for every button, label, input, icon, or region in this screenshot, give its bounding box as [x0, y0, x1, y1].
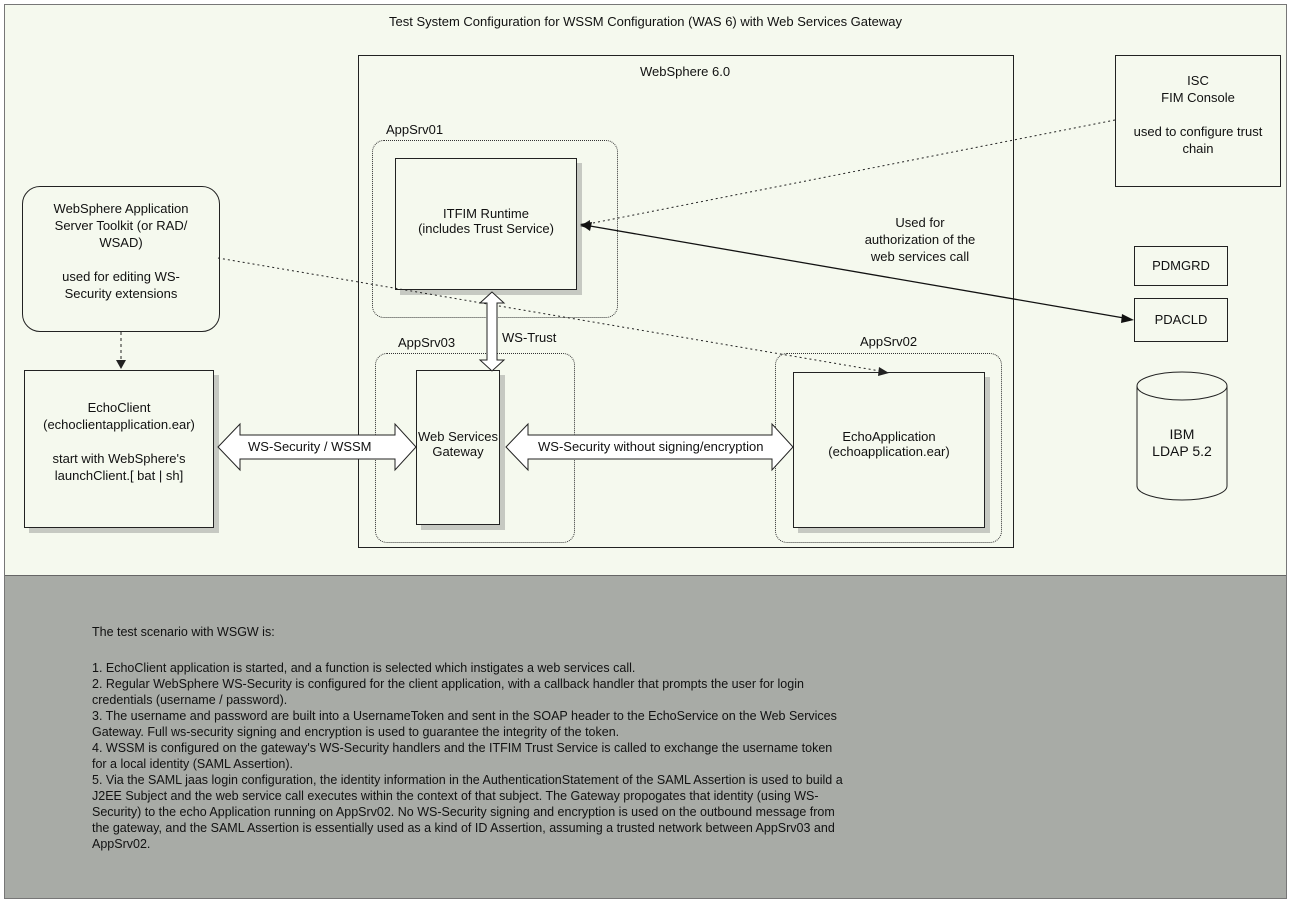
description-line: Gateway. Full ws-security signing and en…: [92, 725, 620, 739]
gateway-line: Gateway: [432, 444, 484, 459]
echo-application-line: (echoapplication.ear): [828, 444, 950, 459]
echo-client-box: EchoClient (echoclientapplication.ear) s…: [24, 370, 214, 528]
description-body: 1. EchoClient application is started, an…: [92, 660, 843, 852]
echo-client-line: start with WebSphere's: [52, 451, 186, 466]
isc-fim-console-box: ISC FIM Console used to configure trust …: [1115, 55, 1281, 187]
description-line: 1. EchoClient application is started, an…: [92, 661, 636, 675]
description-line: Security) to the echo Application runnin…: [92, 805, 835, 819]
ws-security-wssm-arrow: [217, 422, 417, 472]
echo-application-line: EchoApplication: [842, 429, 936, 444]
isc-to-runtime-arrow: [580, 119, 1116, 229]
websphere-container: [358, 55, 1014, 548]
toolkit-line: Server Toolkit (or RAD/: [54, 218, 188, 233]
toolkit-line: WSAD): [99, 235, 143, 250]
description-line: 3. The username and password are built i…: [92, 709, 837, 723]
isc-line: ISC: [1187, 73, 1209, 88]
toolkit-to-client-arrow: [116, 332, 126, 369]
ldap-label: IBM LDAP 5.2: [1137, 426, 1227, 460]
websphere-label: WebSphere 6.0: [640, 64, 731, 79]
appsrv02-label: AppSrv02: [860, 334, 918, 349]
websphere-toolkit-box: WebSphere Application Server Toolkit (or…: [22, 186, 220, 332]
itfim-runtime-box: ITFIM Runtime (includes Trust Service): [395, 158, 577, 290]
description-line: 2. Regular WebSphere WS-Security is conf…: [92, 677, 804, 691]
authorization-line: web services call: [870, 249, 970, 264]
echo-client-line: launchClient.[ bat | sh]: [54, 468, 184, 483]
appsrv03-label: AppSrv03: [398, 335, 456, 350]
description-line: 5. Via the SAML jaas login configuration…: [92, 773, 843, 787]
ldap-cylinder: [1136, 371, 1228, 501]
isc-line: used to configure trust: [1133, 124, 1263, 139]
description-line: 4. WSSM is configured on the gateway's W…: [92, 741, 833, 755]
isc-line: chain: [1182, 141, 1214, 156]
ws-trust-label: WS-Trust: [502, 330, 557, 345]
echo-client-line: (echoclientapplication.ear): [43, 417, 195, 432]
toolkit-line: Security extensions: [64, 286, 178, 301]
gateway-line: Web Services: [418, 429, 498, 444]
toolkit-line: WebSphere Application: [53, 201, 189, 216]
isc-line: FIM Console: [1161, 90, 1235, 105]
echo-application-box: EchoApplication (echoapplication.ear): [793, 372, 985, 528]
description-intro: The test scenario with WSGW is:: [92, 625, 275, 639]
ws-trust-arrow: [478, 291, 506, 372]
toolkit-line: used for editing WS-: [62, 269, 180, 284]
ws-security-plain-label: WS-Security without signing/encryption: [538, 439, 764, 454]
itfim-runtime-line: (includes Trust Service): [418, 221, 554, 236]
pdacld-box: PDACLD: [1134, 298, 1228, 342]
ldap-line: IBM: [1169, 426, 1195, 442]
ldap-line: LDAP 5.2: [1152, 443, 1212, 459]
runtime-to-pdacld-arrow: [580, 222, 1134, 323]
description-panel: [5, 575, 1286, 899]
authorization-line: authorization of the: [864, 232, 976, 247]
outer-frame: [4, 4, 1287, 899]
authorization-annotation: Used for authorization of the web servic…: [840, 214, 1000, 265]
authorization-line: Used for: [895, 215, 945, 230]
toolkit-to-echoapp-arrow: [217, 257, 889, 376]
web-services-gateway-box: Web Services Gateway: [416, 370, 500, 525]
echo-client-line: EchoClient: [87, 400, 151, 415]
itfim-runtime-line: ITFIM Runtime: [443, 206, 529, 221]
pdmgrd-box: PDMGRD: [1134, 246, 1228, 286]
diagram-title: Test System Configuration for WSSM Confi…: [389, 14, 902, 29]
description-line: AppSrv02.: [92, 837, 151, 851]
description-line: J2EE Subject and the web service call ex…: [92, 789, 819, 803]
description-line: credentials (username / password).: [92, 693, 288, 707]
description-line: for a local identity (SAML Assertion).: [92, 757, 294, 771]
ws-security-wssm-label: WS-Security / WSSM: [248, 439, 372, 454]
appsrv01-label: AppSrv01: [386, 122, 444, 137]
ws-security-plain-arrow: [505, 422, 794, 472]
description-line: the gateway, and the SAML Assertion is e…: [92, 821, 835, 835]
